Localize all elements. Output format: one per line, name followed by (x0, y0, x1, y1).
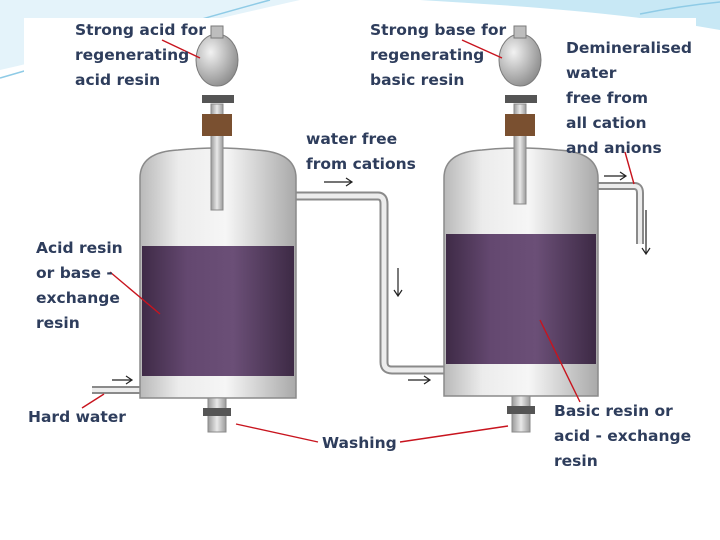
stopcock (505, 95, 537, 103)
cork-stopper (202, 114, 232, 136)
pointer-demineralised (624, 151, 635, 185)
cation-exchange-tank (139, 25, 297, 433)
acid-resin-bed (142, 246, 294, 376)
label-line: exchange (36, 289, 120, 307)
connecting-pipe-highlight (294, 193, 444, 373)
label-hard-water: Hard water (28, 405, 126, 430)
pointer-acid-resin (109, 271, 161, 315)
label-basic-resin: Basic resin or acid - exchange resin (554, 399, 691, 474)
slide-wave-top-right (420, 0, 720, 30)
label-washing: Washing (322, 431, 397, 456)
label-line: basic resin (370, 71, 465, 89)
drain-valve (203, 408, 231, 416)
label-line: Strong base for (370, 21, 507, 39)
flow-arrow-down (393, 268, 403, 298)
label-line: water (566, 64, 617, 82)
label-line: Hard water (28, 408, 126, 426)
label-line: regenerating (370, 46, 485, 64)
label-line: resin (554, 452, 598, 470)
flow-arrow-right (112, 375, 134, 385)
funnel-neck (513, 25, 527, 39)
label-line: all cation (566, 114, 647, 132)
pointer-strong-base (461, 39, 503, 59)
slide-wave-line-right (639, 1, 720, 15)
label-line: and anions (566, 139, 662, 157)
anion-exchange-tank (443, 25, 599, 433)
drain-valve (507, 406, 535, 414)
outlet-pipe-highlight (598, 184, 642, 244)
label-line: Strong acid for (75, 21, 206, 39)
pointer-strong-acid (161, 39, 201, 59)
outlet-pipe (598, 182, 644, 244)
stopcock (202, 95, 234, 103)
label-line: resin (36, 314, 80, 332)
label-line: Basic resin or (554, 402, 673, 420)
pointer-hard-water (81, 393, 105, 409)
flow-arrow-down (641, 210, 651, 256)
label-water-free-cations: water free from cations (306, 127, 416, 177)
label-strong-acid: Strong acid for regenerating acid resin (75, 18, 206, 93)
slide-wave-top-left (0, 0, 300, 70)
label-line: acid resin (75, 71, 161, 89)
label-line: Washing (322, 434, 397, 452)
flow-arrows (112, 171, 651, 385)
label-demineralised-water: Demineralised water free from all cation… (566, 36, 692, 161)
pointer-washing-right (399, 425, 509, 443)
label-line: Acid resin (36, 239, 123, 257)
pointer-lines (81, 39, 635, 443)
flow-arrow-right (604, 171, 628, 181)
label-acid-resin: Acid resin or base - exchange resin (36, 236, 123, 336)
label-line: regenerating (75, 46, 190, 64)
connecting-pipe (294, 191, 444, 375)
label-line: Demineralised (566, 39, 692, 57)
label-line: water free (306, 130, 398, 148)
pointer-basic-resin (539, 319, 581, 403)
label-strong-base: Strong base for regenerating basic resin (370, 18, 506, 93)
flow-arrow-right (324, 177, 354, 187)
funnel-neck (210, 25, 224, 39)
label-line: free from (566, 89, 648, 107)
label-line: acid - exchange (554, 427, 692, 445)
flow-arrow-right (408, 375, 432, 385)
label-line: or base - (36, 264, 113, 282)
label-line: from cations (306, 155, 416, 173)
pointer-washing-left (235, 423, 319, 443)
cork-stopper (505, 114, 535, 136)
basic-resin-bed (446, 234, 596, 364)
